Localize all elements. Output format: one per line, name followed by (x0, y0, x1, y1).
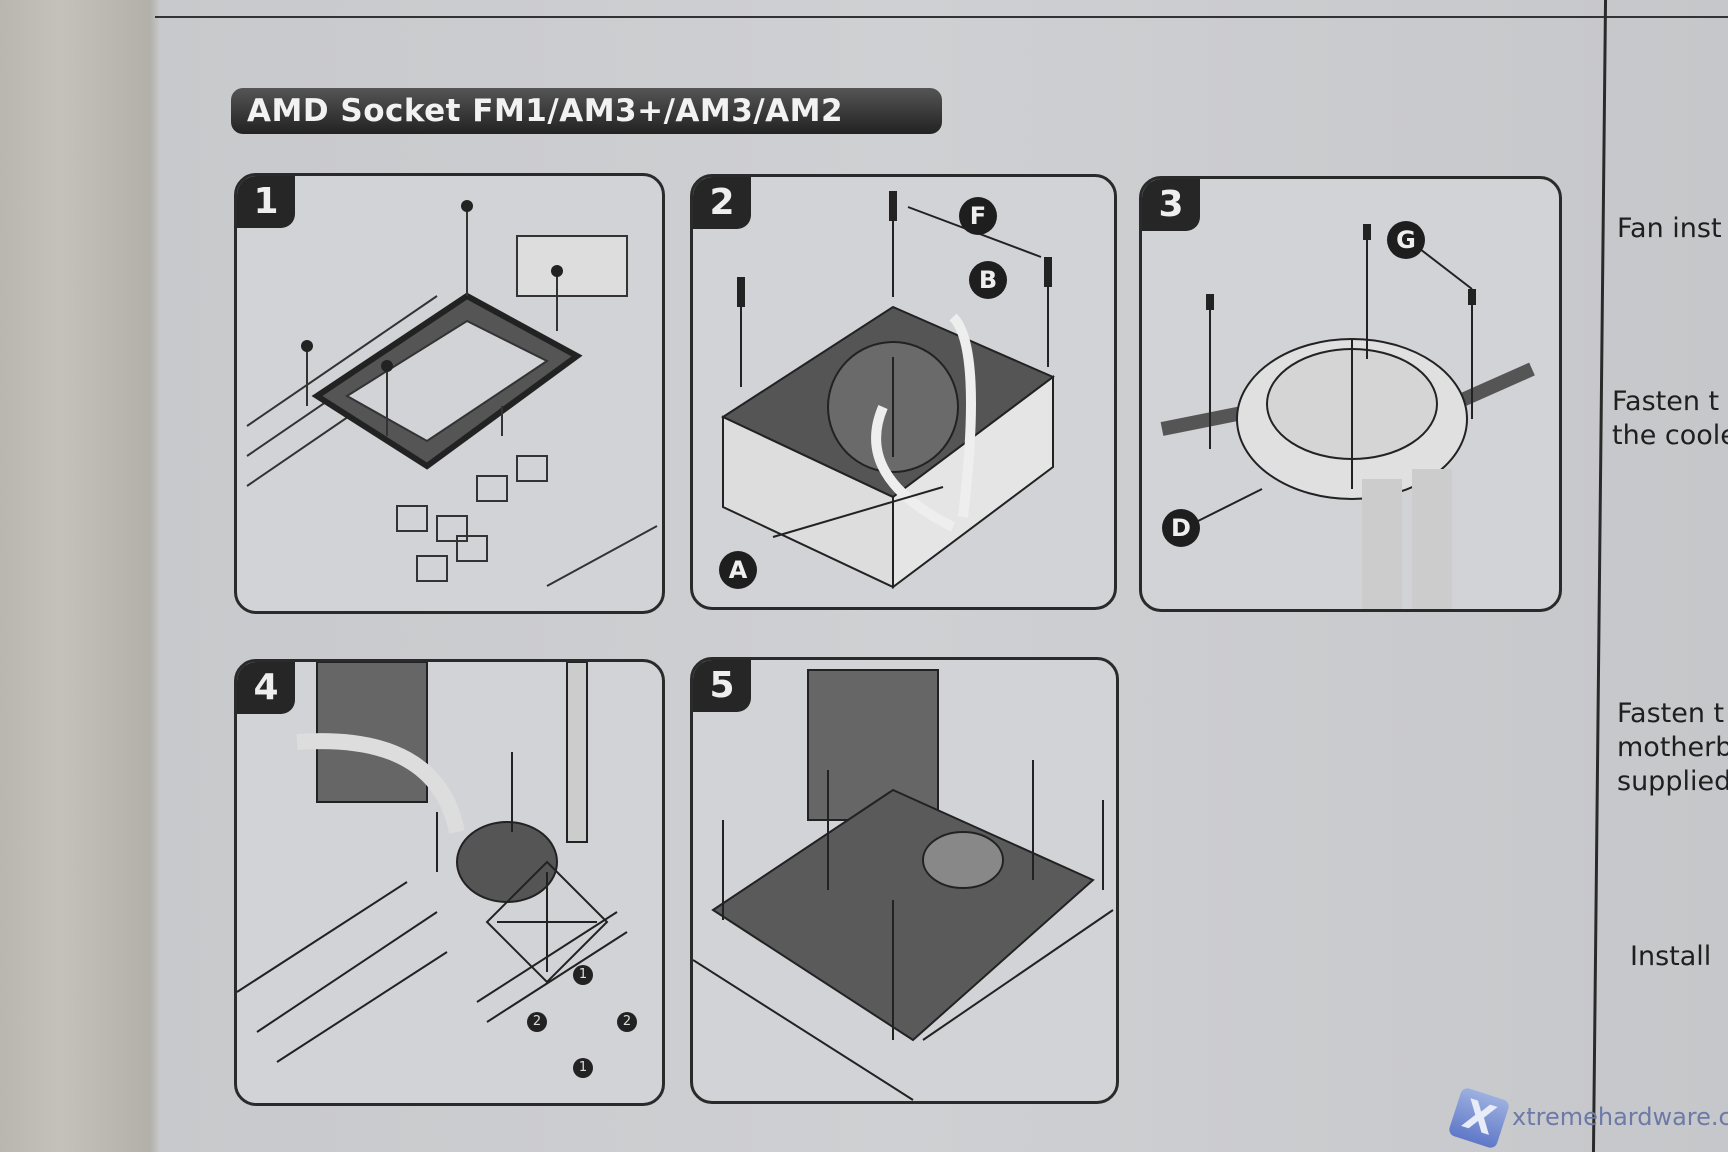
section-heading: AMD Socket FM1/AM3+/AM3/AM2 (231, 88, 942, 134)
watermark-site: xtremehardware.com (1512, 1103, 1728, 1131)
part-label-g: G (1387, 221, 1425, 259)
tighten-order-mark: 1 (573, 965, 593, 985)
instruction-install: Install (1630, 941, 1712, 972)
step-number: 5 (693, 660, 751, 712)
watermark-logo-icon: X (1447, 1086, 1511, 1150)
tighten-order-mark: 2 (617, 1012, 637, 1032)
step-1-panel: 1 (234, 173, 665, 614)
step-4-panel: 4 1 2 2 1 (234, 659, 665, 1106)
column-divider (1591, 0, 1608, 1152)
instruction-fasten-motherboard: Fasten t motherb supplied (1617, 698, 1728, 797)
tighten-order-mark: 1 (573, 1058, 593, 1078)
step-2-panel: 2 F B A (690, 174, 1117, 610)
fan-radiator-illustration (720, 191, 1055, 589)
step-number: 1 (237, 176, 295, 228)
step-number: 2 (693, 177, 751, 229)
part-label-a: A (719, 551, 757, 589)
watermark: X xtremehardware.com (1444, 1085, 1728, 1150)
part-label-b: B (969, 261, 1007, 299)
step-number: 3 (1142, 179, 1200, 231)
instruction-fan-install: Fan inst (1617, 213, 1722, 244)
retention-bracket-illustration (246, 200, 658, 587)
step-3-panel: 3 G D (1139, 176, 1562, 612)
mount-block-illustration (237, 662, 628, 1063)
step-number: 4 (237, 662, 295, 714)
page-top-rule (155, 16, 1728, 18)
part-label-d: D (1162, 509, 1200, 547)
case-install-illustration (693, 669, 1114, 1101)
part-label-f: F (959, 197, 997, 235)
instruction-fasten-cooler: Fasten t the coole (1612, 386, 1728, 451)
tighten-order-mark: 2 (527, 1012, 547, 1032)
waterblock-illustration (1160, 224, 1535, 609)
step-5-panel: 5 (690, 657, 1119, 1104)
